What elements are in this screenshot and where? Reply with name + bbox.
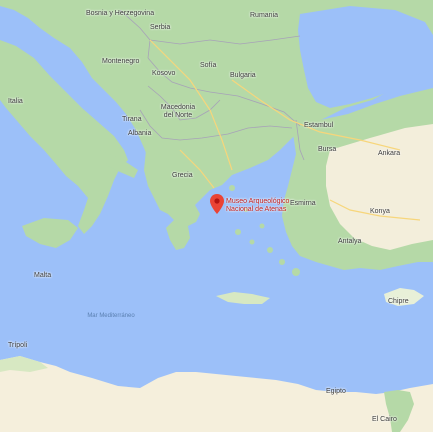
label-konya: Konya — [370, 208, 390, 215]
label-rumania: Rumania — [250, 12, 279, 19]
africa-land — [0, 356, 433, 432]
label-bulgaria: Bulgaria — [230, 72, 256, 79]
label-ankara: Ankara — [378, 150, 401, 157]
label-el-cairo: El Cairo — [372, 416, 397, 423]
label-serbia: Serbia — [150, 24, 171, 31]
pin-label[interactable]: Museo Arqueológico Nacional de Atenas — [226, 198, 290, 213]
crete-land — [216, 292, 270, 304]
label-tripoli: Trípoli — [8, 342, 28, 349]
italy-land — [0, 40, 128, 234]
cyprus-land — [384, 288, 424, 306]
island — [249, 239, 255, 245]
label-bursa: Bursa — [318, 146, 337, 153]
libya-coast — [0, 356, 48, 372]
label-kosovo: Kosovo — [152, 70, 176, 77]
label-mediterranean: Mar Mediterráneo — [87, 313, 135, 319]
label-albania: Albania — [128, 130, 152, 137]
label-antalya: Antalya — [338, 238, 362, 245]
island — [267, 247, 273, 253]
label-estambul: Estambul — [304, 122, 334, 129]
island — [229, 185, 235, 191]
label-malta: Malta — [34, 272, 52, 279]
nile-delta — [384, 390, 414, 432]
label-italia: Italia — [8, 98, 23, 105]
sicily-land — [22, 218, 78, 248]
island — [259, 223, 265, 229]
island — [219, 167, 225, 173]
island — [235, 229, 241, 235]
label-tirana: Tirana — [122, 116, 142, 123]
label-montenegro: Montenegro — [102, 58, 140, 65]
label-grecia: Grecia — [172, 172, 193, 179]
label-chipre: Chipre — [388, 298, 409, 305]
major-roads — [149, 39, 421, 221]
label-sofia: Sofía — [200, 62, 217, 69]
label-macedonia: Macedonia del Norte — [160, 104, 196, 119]
location-pin-icon[interactable] — [210, 194, 224, 214]
label-izmir: Esmirna — [290, 200, 316, 207]
greece-land — [144, 150, 212, 250]
black-sea — [298, 6, 433, 108]
island — [244, 208, 248, 212]
label-egipto: Egipto — [326, 388, 346, 395]
island — [279, 259, 285, 265]
island — [292, 268, 300, 276]
italy-heel — [100, 150, 138, 178]
label-bosnia: Bosnia y Herzegovina — [86, 10, 155, 17]
